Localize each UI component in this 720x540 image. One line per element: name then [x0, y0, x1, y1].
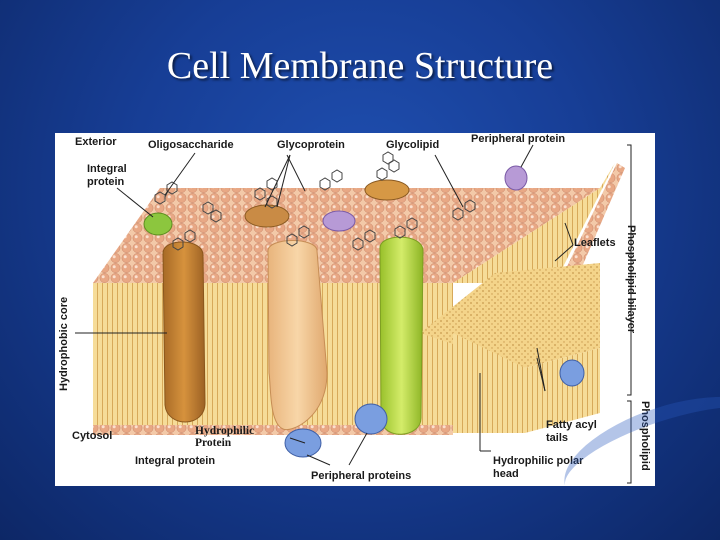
label-integral-protein-top-line1: Integral — [87, 163, 127, 175]
label-hydrophobic-core: Hydrophobic core — [58, 296, 70, 391]
label-glycoprotein: Glycoprotein — [277, 139, 345, 151]
peripheral-protein-blue-2 — [354, 403, 388, 435]
right-brackets — [627, 144, 632, 484]
upper-leaflet-tails — [453, 163, 615, 283]
label-peripheral-protein-top: Peripheral protein — [471, 133, 566, 145]
peripheral-protein-purple-1 — [322, 210, 356, 232]
right-side-tails — [453, 333, 525, 433]
label-hydrophilic-polar-head-line2: head — [493, 468, 519, 480]
membrane-illustration — [75, 144, 632, 484]
label-cytosol: Cytosol — [72, 430, 113, 442]
label-hydrophilic-polar-head-line1: Hydrophilic polar — [493, 455, 584, 467]
peripheral-protein-blue-1 — [284, 428, 322, 458]
peripheral-protein-blue-3 — [559, 359, 585, 387]
integral-protein-shape — [162, 241, 206, 423]
glycoprotein-top — [244, 204, 290, 228]
label-hydrophilic-protein-line1: Hydrophilic — [195, 425, 255, 437]
membrane-diagram: Exterior Oligosaccharide Glycoprotein Gl… — [55, 133, 655, 486]
leader-lines — [75, 144, 574, 466]
label-phospholipid-bilayer: Phospholipid bilayer — [625, 225, 637, 334]
glycoprotein-shape — [267, 240, 328, 431]
label-exterior: Exterior — [75, 136, 117, 148]
label-oligosaccharide: Oligosaccharide — [148, 139, 234, 151]
label-glycolipid: Glycolipid — [386, 139, 440, 151]
label-fatty-acyl-tails-line2: tails — [546, 432, 569, 444]
label-fatty-acyl-tails-line1: Fatty acyl — [546, 419, 597, 431]
peripheral-protein-purple-2 — [504, 165, 528, 191]
integral-protein-top — [143, 212, 173, 236]
label-hydrophilic-protein-line2: Protein — [195, 437, 232, 449]
label-peripheral-proteins-bottom: Peripheral proteins — [311, 470, 412, 482]
channel-protein-shape — [379, 236, 424, 435]
label-integral-protein-bottom: Integral protein — [135, 455, 216, 467]
glycolipid-top — [364, 179, 410, 201]
label-leaflets: Leaflets — [574, 237, 616, 249]
upper-leaflet-edge — [560, 163, 625, 283]
slide-title: Cell Membrane Structure — [166, 45, 554, 87]
label-integral-protein-top-line2: protein — [87, 176, 125, 188]
lower-head-row — [93, 425, 453, 435]
